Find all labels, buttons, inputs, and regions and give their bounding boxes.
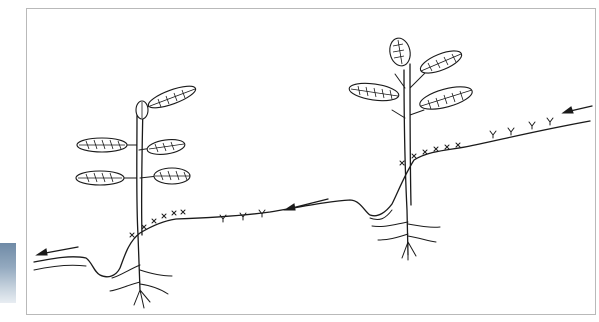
hedge-plant-left (76, 82, 198, 308)
flow-arrow-middle (285, 199, 328, 210)
ground-lower-line (34, 210, 392, 270)
flow-arrow-right (563, 106, 592, 113)
flow-arrow-left (37, 247, 78, 255)
mulch-marks-right (400, 143, 460, 165)
